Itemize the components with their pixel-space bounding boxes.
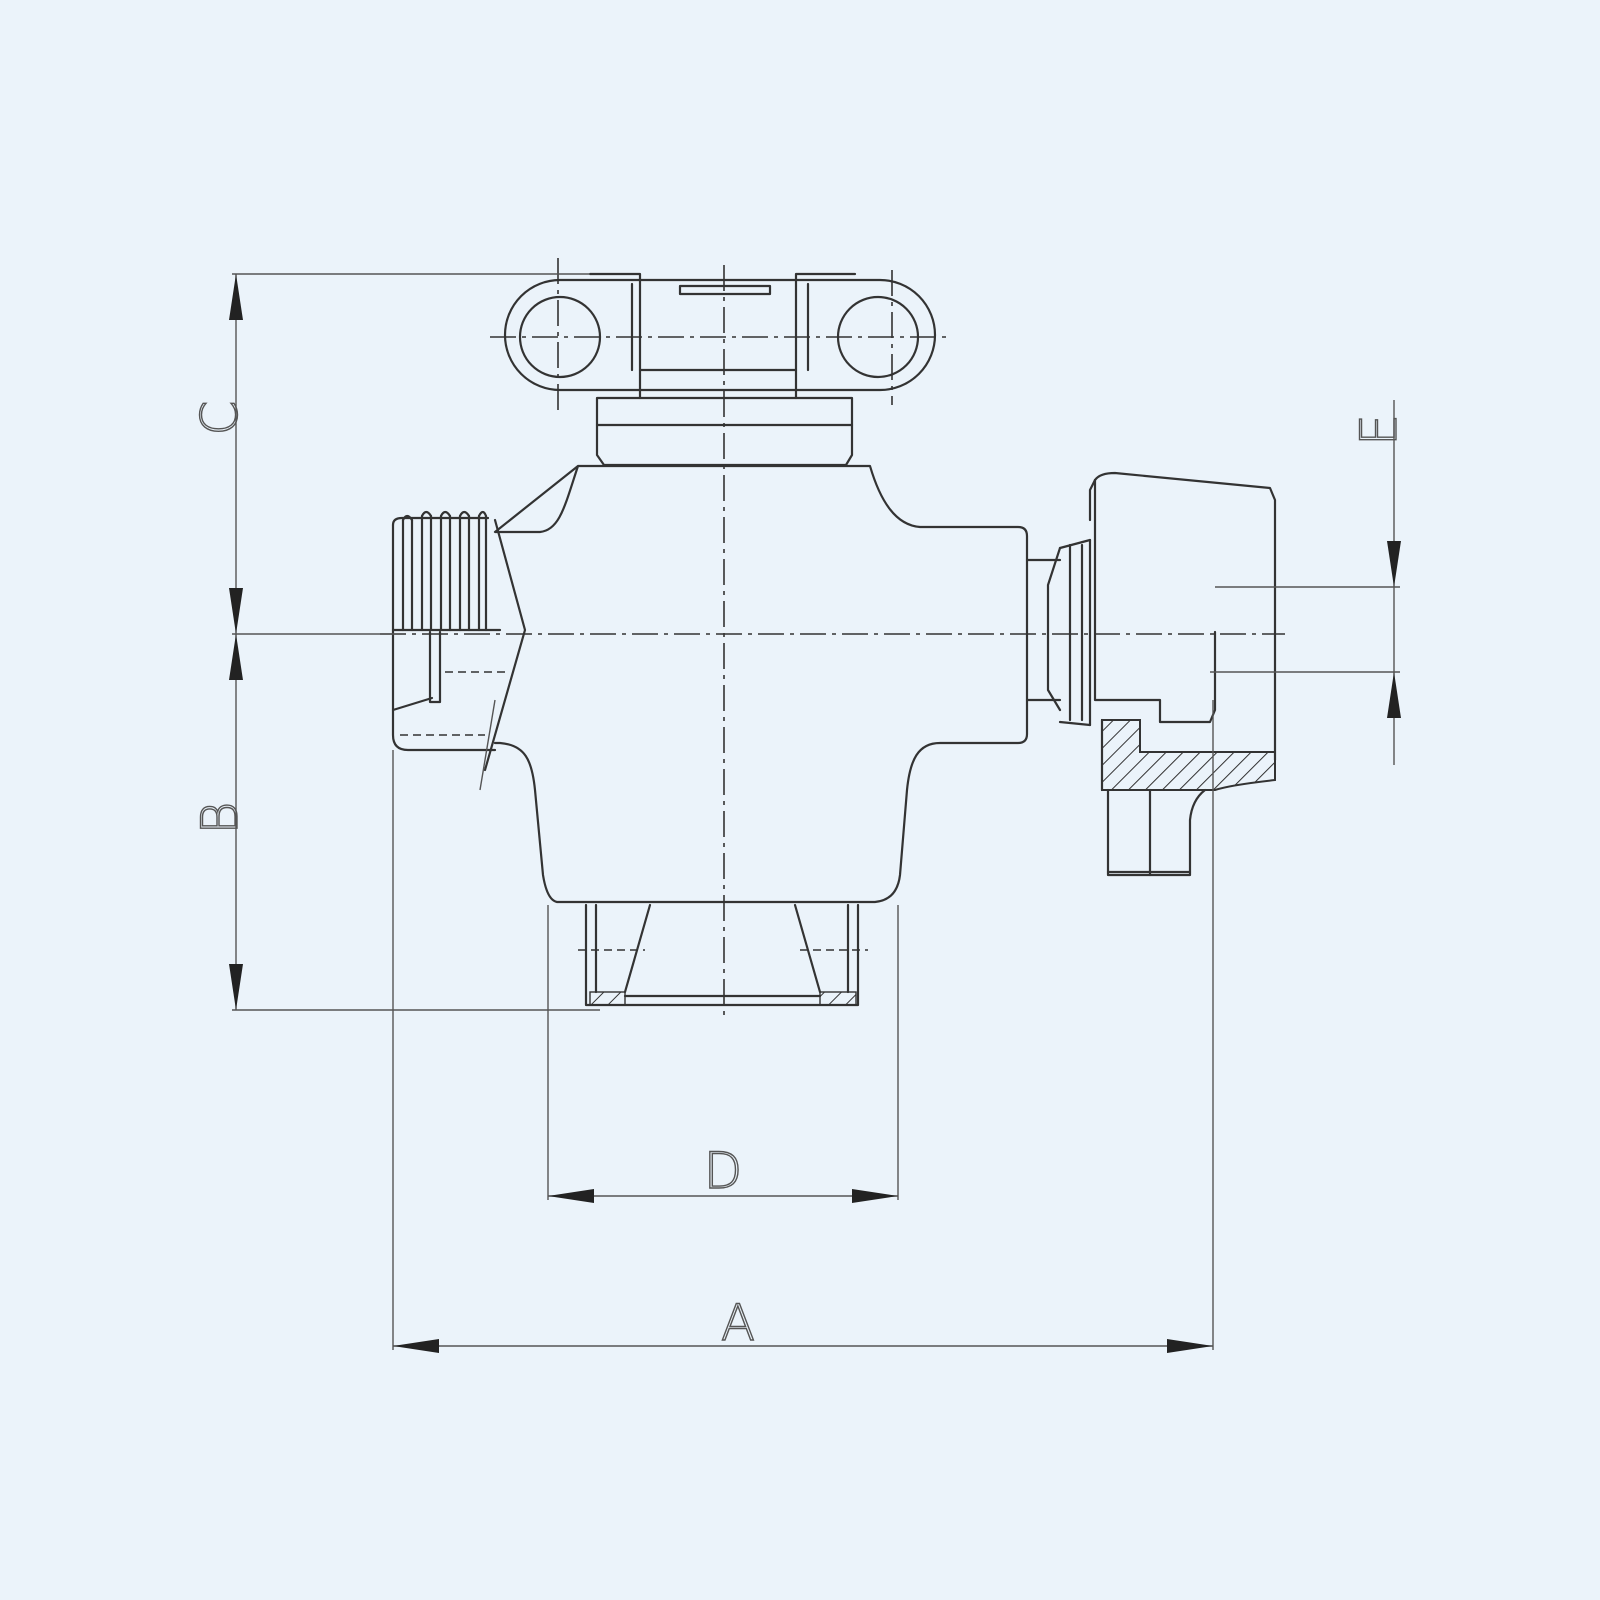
dimension-a-label: A xyxy=(721,1294,755,1352)
left-threaded-port xyxy=(391,510,527,791)
dimension-e: E xyxy=(1210,400,1409,765)
dimension-b: B xyxy=(190,633,600,1011)
bottom-outlet xyxy=(578,903,868,1007)
dimension-c: C xyxy=(190,273,590,634)
thread-fins xyxy=(401,510,488,632)
valve-body xyxy=(493,464,1029,904)
dimension-b-label: B xyxy=(191,802,249,835)
dimension-c-label: C xyxy=(191,401,249,436)
dimension-e-label: E xyxy=(1350,414,1408,446)
centerlines xyxy=(380,258,1285,1020)
dimension-a: A xyxy=(392,700,1214,1353)
right-actuator xyxy=(1025,471,1277,877)
dimension-d: D xyxy=(547,905,899,1203)
dimension-d-label: D xyxy=(704,1142,743,1200)
handle xyxy=(503,272,937,467)
